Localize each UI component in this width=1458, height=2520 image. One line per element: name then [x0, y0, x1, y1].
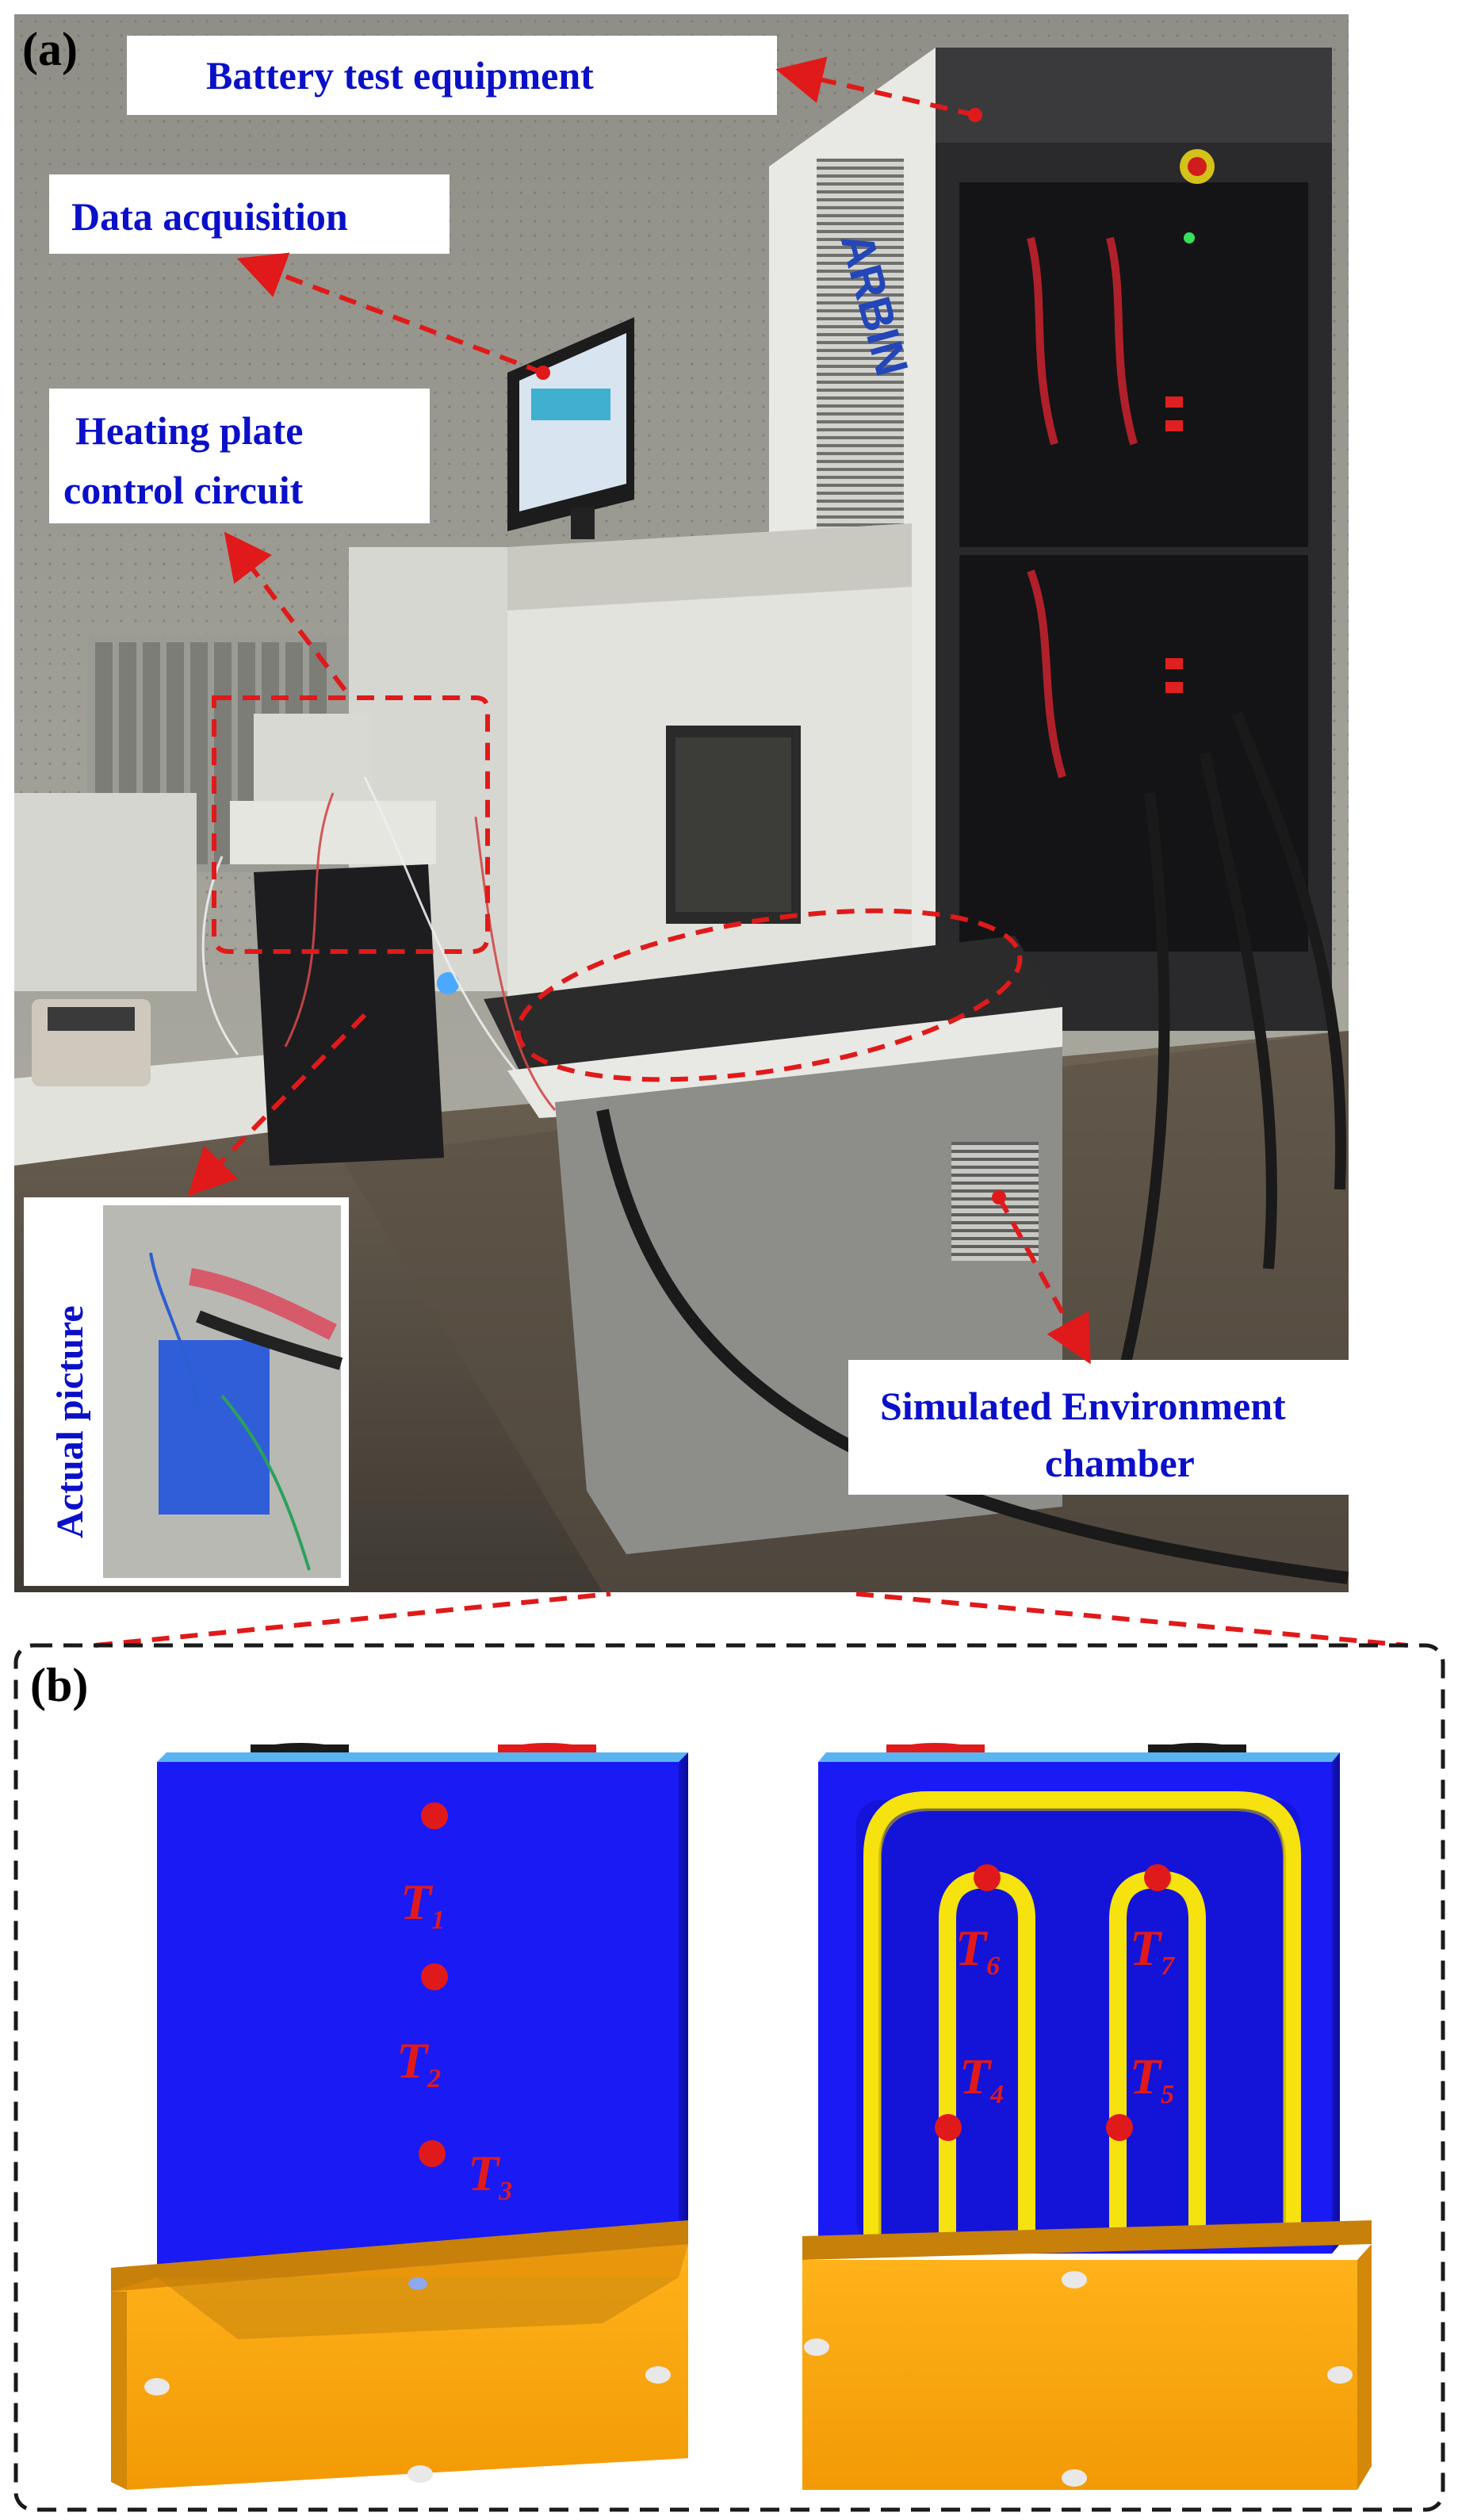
label-simulated-env-box: Simulated Environment chamber: [848, 1360, 1419, 1495]
label-data-acquisition: Data acquisition: [71, 194, 348, 239]
battery-left: [111, 1743, 688, 2490]
label-simulated-env-line2: chamber: [1045, 1441, 1195, 1485]
sensor-dot-t2: [421, 1963, 448, 1990]
arrow-data-acquisition: [236, 252, 545, 375]
sensor-dot-t6: [974, 1864, 1001, 1891]
sensor-dot-t1: [421, 1802, 448, 1829]
panel-b-frame: [13, 1643, 1445, 2512]
sensor-label-t4: T4: [959, 2048, 1004, 2109]
sensor-label-t5: T5: [1130, 2048, 1174, 2109]
label-heating-plate-line1: Heating plate: [75, 408, 303, 453]
label-data-acquisition-box: Data acquisition: [49, 174, 450, 254]
label-heating-plate-box: Heating plate control circuit: [49, 389, 430, 523]
panel-b: (b): [13, 1643, 1445, 2512]
panel-a-letter: (a): [22, 23, 78, 75]
arrow-actual-picture: [187, 1013, 367, 1197]
data-monitor: [507, 317, 634, 539]
oven-chamber: [349, 523, 912, 999]
arrow-simulated-env: [997, 1196, 1091, 1365]
cooler-lid-region: [515, 908, 1023, 1082]
label-actual-picture: Actual picture: [49, 1305, 91, 1538]
actual-picture-inset: Actual picture: [24, 1197, 349, 1586]
sensor-label-t3: T3: [468, 2145, 512, 2206]
arrow-battery-equipment: [775, 56, 976, 117]
arrow-heating-plate: [224, 531, 347, 691]
sensor-dot-t5: [1106, 2114, 1133, 2141]
sensor-dot-t7: [1144, 1864, 1171, 1891]
label-heating-plate-line2: control circuit: [63, 468, 304, 512]
sensor-label-t2: T2: [396, 2032, 441, 2093]
sensor-dot-t3: [419, 2140, 446, 2167]
sensor-label-t1: T1: [400, 1874, 445, 1935]
left-bench: [14, 793, 317, 1166]
label-battery-test-equipment-box: Battery test equipment: [127, 36, 777, 115]
label-battery-test-equipment: Battery test equipment: [206, 53, 594, 98]
sensor-label-t7: T7: [1130, 1920, 1176, 1981]
label-simulated-env-line1: Simulated Environment: [880, 1384, 1286, 1428]
battery-right: [802, 1743, 1372, 2490]
heating-plate-region: [212, 695, 490, 954]
sensor-dot-t4: [935, 2114, 962, 2141]
panel-a-photo: ARBIN: [14, 14, 1419, 1592]
panel-b-letter: (b): [30, 1659, 88, 1711]
pc-tower: [230, 714, 459, 1166]
sensor-label-t6: T6: [955, 1920, 1000, 1981]
